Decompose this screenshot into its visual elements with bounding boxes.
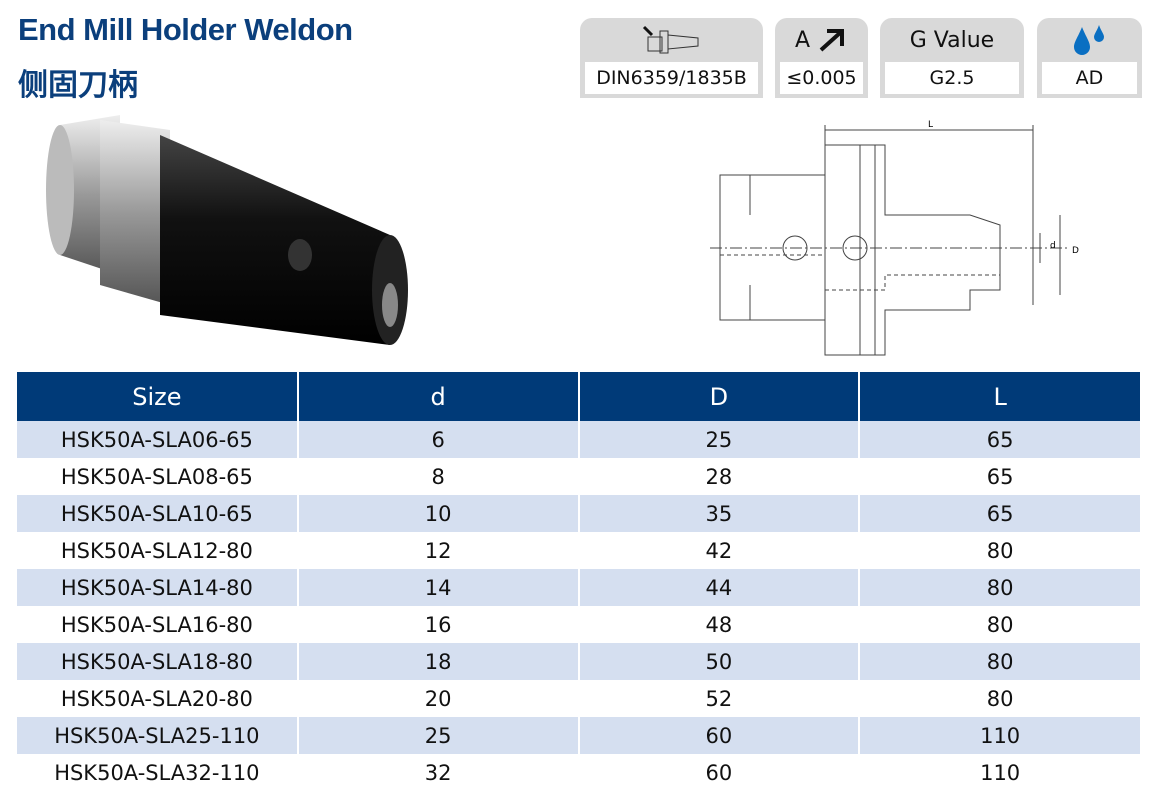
- cell-L: 80: [859, 643, 1140, 680]
- cell-size: HSK50A-SLA12-80: [17, 532, 299, 569]
- cell-L: 110: [859, 717, 1140, 754]
- coolant-value: AD: [1042, 62, 1137, 94]
- cell-L: 65: [986, 464, 1014, 489]
- cell-D: 35: [578, 495, 861, 532]
- col-L: L: [859, 372, 1140, 421]
- cell-size: HSK50A-SLA06-65: [17, 421, 299, 458]
- cell-d: 10: [297, 495, 580, 532]
- g-value-label: G Value: [909, 27, 995, 53]
- cell-D: 44: [578, 569, 861, 606]
- cell-size: HSK50A-SLA25-110: [17, 717, 299, 754]
- accuracy-label: A: [794, 27, 811, 53]
- dimension-D: D: [1072, 246, 1079, 256]
- badge-standard: DIN6359/1835B: [580, 18, 763, 98]
- cell-size: HSK50A-SLA32-110: [17, 754, 299, 791]
- cell-d: 32: [297, 754, 580, 791]
- coolant-drops-icon: [1073, 25, 1104, 55]
- dimension-d: d: [1050, 241, 1056, 251]
- col-size: Size: [17, 372, 299, 421]
- cell-L: 80: [986, 538, 1014, 563]
- technical-drawing: L d D: [710, 120, 1079, 356]
- cell-L: 80: [986, 612, 1014, 637]
- badge-coolant: AD: [1037, 18, 1142, 98]
- cell-d: 12: [297, 532, 580, 569]
- cell-D: 28: [578, 458, 861, 495]
- badge-balance: G Value G2.5: [880, 18, 1024, 98]
- standard-value: DIN6359/1835B: [585, 62, 758, 94]
- cell-D: 48: [578, 606, 861, 643]
- col-d: d: [297, 372, 580, 421]
- page-title: End Mill Holder Weldon: [18, 12, 353, 47]
- cell-d: 20: [297, 680, 580, 717]
- dimension-L: L: [928, 120, 933, 130]
- cell-d: 25: [297, 717, 580, 754]
- col-D: D: [578, 372, 861, 421]
- cell-D: 25: [578, 421, 861, 458]
- accuracy-value: ≤0.005: [780, 62, 863, 94]
- cell-L: 110: [980, 760, 1021, 785]
- cell-size: HSK50A-SLA20-80: [17, 680, 299, 717]
- cell-size: HSK50A-SLA08-65: [17, 458, 299, 495]
- cell-D: 52: [578, 680, 861, 717]
- cell-D: 60: [578, 717, 861, 754]
- badge-accuracy: A ≤0.005: [775, 18, 868, 98]
- cell-size: HSK50A-SLA14-80: [17, 569, 299, 606]
- cell-d: 18: [297, 643, 580, 680]
- g-value: G2.5: [885, 62, 1019, 94]
- cell-L: 80: [859, 569, 1140, 606]
- arrow-up-right-icon: [819, 29, 845, 52]
- cell-size: HSK50A-SLA18-80: [17, 643, 299, 680]
- cell-d: 16: [297, 606, 580, 643]
- cell-d: 6: [297, 421, 580, 458]
- cell-D: 60: [578, 754, 861, 791]
- product-image: [46, 115, 408, 345]
- cell-D: 42: [578, 532, 861, 569]
- cell-L: 65: [859, 421, 1140, 458]
- cell-size: HSK50A-SLA16-80: [17, 606, 299, 643]
- cell-L: 65: [859, 495, 1140, 532]
- cell-D: 50: [578, 643, 861, 680]
- cell-d: 8: [297, 458, 580, 495]
- taper-shank-icon: [642, 25, 698, 54]
- page-subtitle: 侧固刀柄: [18, 68, 138, 103]
- cell-d: 14: [297, 569, 580, 606]
- cell-size: HSK50A-SLA10-65: [17, 495, 299, 532]
- cell-L: 80: [986, 686, 1014, 711]
